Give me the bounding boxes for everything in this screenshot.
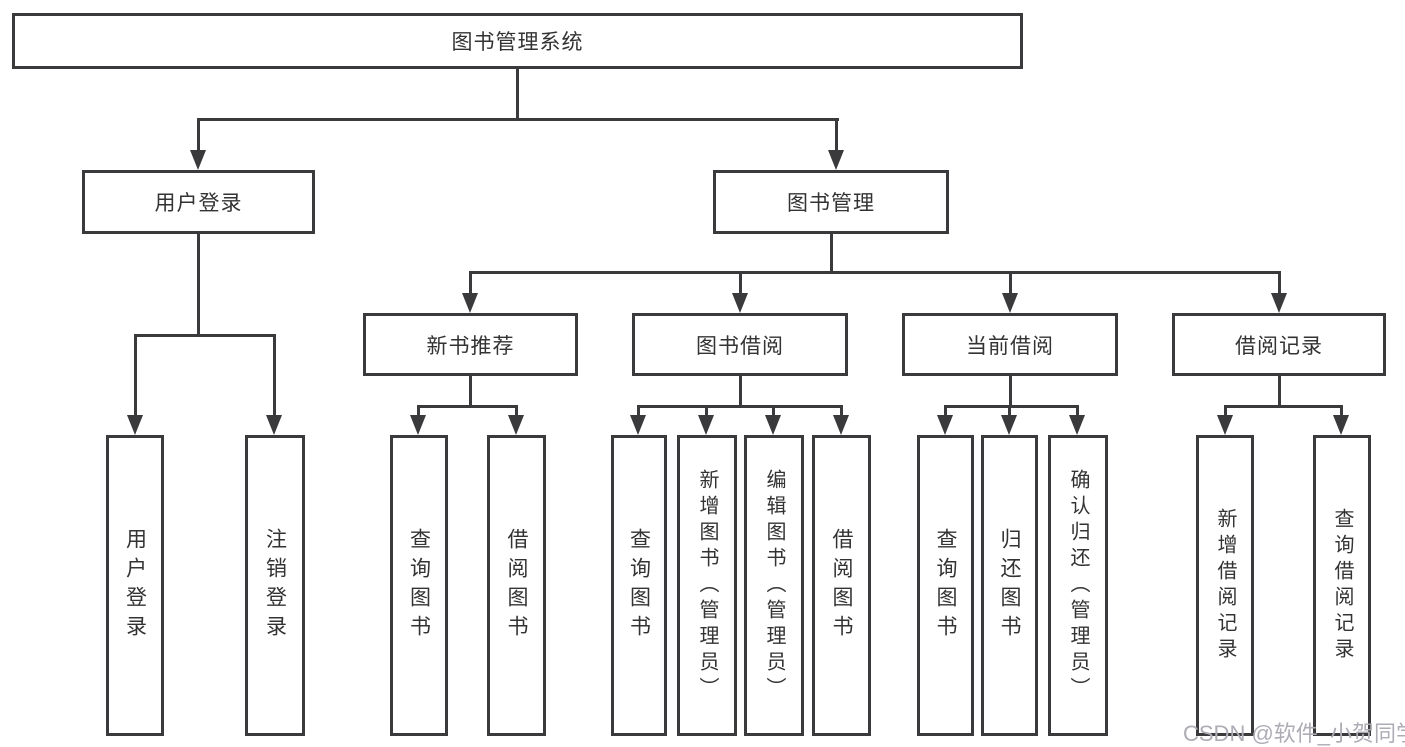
node-borrowing-records: 借阅记录 <box>1172 313 1386 376</box>
connector-line <box>705 405 708 417</box>
connector-line <box>134 334 276 337</box>
connector-line <box>417 405 518 408</box>
connector-line <box>830 234 833 274</box>
leaf-query-borrow-record: 查询借阅记录 <box>1313 435 1371 736</box>
node-current-borrowing-label: 当前借阅 <box>966 334 1054 358</box>
leaf-user-login-label: 用户登录 <box>123 527 147 644</box>
arrow-down-icon <box>937 415 953 435</box>
connector-line <box>1224 405 1227 417</box>
leaf-query-borrow-record-label: 查询借阅记录 <box>1331 507 1353 664</box>
leaf-logout-label: 注销登录 <box>263 527 287 644</box>
connector-line <box>835 118 838 154</box>
leaf-add-books-admin-label: 新增图书（管理员） <box>696 468 718 703</box>
leaf-query-books-current-label: 查询图书 <box>934 527 957 644</box>
connector-line <box>273 334 276 418</box>
node-book-management-label: 图书管理 <box>787 192 875 215</box>
arrow-down-icon <box>698 415 714 435</box>
arrow-down-icon <box>1333 415 1349 435</box>
connector-line <box>1224 405 1343 408</box>
arrow-down-icon <box>833 415 849 435</box>
arrow-down-icon <box>508 415 524 435</box>
leaf-query-books-current: 查询图书 <box>917 435 974 736</box>
connector-line <box>739 376 742 407</box>
connector-line <box>197 118 200 154</box>
arrow-down-icon <box>190 150 206 170</box>
arrow-down-icon <box>1271 293 1287 313</box>
arrow-down-icon <box>1002 293 1018 313</box>
arrow-down-icon <box>462 293 478 313</box>
arrow-down-icon <box>828 150 844 170</box>
leaf-add-books-admin: 新增图书（管理员） <box>677 435 737 736</box>
connector-line <box>1076 405 1079 417</box>
leaf-return-books: 归还图书 <box>981 435 1038 736</box>
connector-line <box>1009 271 1012 295</box>
arrow-down-icon <box>1001 415 1017 435</box>
node-new-book-recommendation-label: 新书推荐 <box>426 334 515 358</box>
leaf-borrow-books-recommend-label: 借阅图书 <box>505 527 528 644</box>
arrow-down-icon <box>266 415 282 435</box>
leaf-confirm-return-admin: 确认归还（管理员） <box>1048 435 1108 736</box>
arrow-down-icon <box>765 415 781 435</box>
node-borrowing-records-label: 借阅记录 <box>1235 334 1323 358</box>
leaf-query-books-borrowing-label: 查询图书 <box>627 527 651 644</box>
connector-line <box>469 376 472 407</box>
arrow-down-icon <box>127 415 143 435</box>
connector-line <box>469 271 1281 274</box>
connector-line <box>1278 271 1281 295</box>
leaf-return-books-label: 归还图书 <box>998 527 1021 644</box>
arrow-down-icon <box>410 415 426 435</box>
connector-line <box>469 271 472 295</box>
connector-line <box>840 405 843 417</box>
connector-line <box>637 405 843 408</box>
connector-line <box>1008 405 1011 417</box>
connector-line <box>516 69 519 120</box>
arrow-down-icon <box>1069 415 1085 435</box>
leaf-borrow-books-borrowing: 借阅图书 <box>812 435 871 736</box>
leaf-query-books-recommend: 查询图书 <box>390 435 448 736</box>
node-book-management: 图书管理 <box>713 170 949 234</box>
connector-line <box>1278 376 1281 407</box>
connector-line <box>515 405 518 417</box>
connector-line <box>637 405 640 417</box>
leaf-edit-books-admin-label: 编辑图书（管理员） <box>763 468 785 703</box>
connector-line <box>134 334 137 418</box>
node-user-login-label: 用户登录 <box>154 192 243 215</box>
leaf-borrow-books-borrowing-label: 借阅图书 <box>830 527 853 644</box>
csdn-watermark: CSDN @软件_小贺同学 <box>1183 721 1405 746</box>
node-library-management-system-label: 图书管理系统 <box>451 31 584 54</box>
node-library-management-system: 图书管理系统 <box>12 13 1023 69</box>
arrow-down-icon <box>1217 415 1233 435</box>
connector-line <box>1340 405 1343 417</box>
leaf-edit-books-admin: 编辑图书（管理员） <box>744 435 804 736</box>
connector-line <box>772 405 775 417</box>
connector-line <box>1009 376 1012 407</box>
connector-line <box>944 405 1079 408</box>
connector-line <box>197 118 839 121</box>
connector-line <box>197 234 200 336</box>
leaf-user-login: 用户登录 <box>106 435 164 736</box>
leaf-add-borrow-record-label: 新增借阅记录 <box>1214 507 1236 664</box>
node-book-borrowing-label: 图书借阅 <box>696 334 784 358</box>
node-book-borrowing: 图书借阅 <box>632 313 848 376</box>
connector-line <box>944 405 947 417</box>
connector-line <box>739 271 742 295</box>
node-user-login: 用户登录 <box>82 170 315 234</box>
leaf-confirm-return-admin-label: 确认归还（管理员） <box>1067 468 1089 703</box>
node-current-borrowing: 当前借阅 <box>902 313 1118 376</box>
leaf-borrow-books-recommend: 借阅图书 <box>487 435 546 736</box>
leaf-logout: 注销登录 <box>245 435 305 736</box>
arrow-down-icon <box>630 415 646 435</box>
arrow-down-icon <box>732 293 748 313</box>
leaf-add-borrow-record: 新增借阅记录 <box>1196 435 1254 736</box>
leaf-query-books-borrowing: 查询图书 <box>611 435 667 736</box>
node-new-book-recommendation: 新书推荐 <box>363 313 578 376</box>
connector-line <box>417 405 420 417</box>
leaf-query-books-recommend-label: 查询图书 <box>407 527 431 644</box>
